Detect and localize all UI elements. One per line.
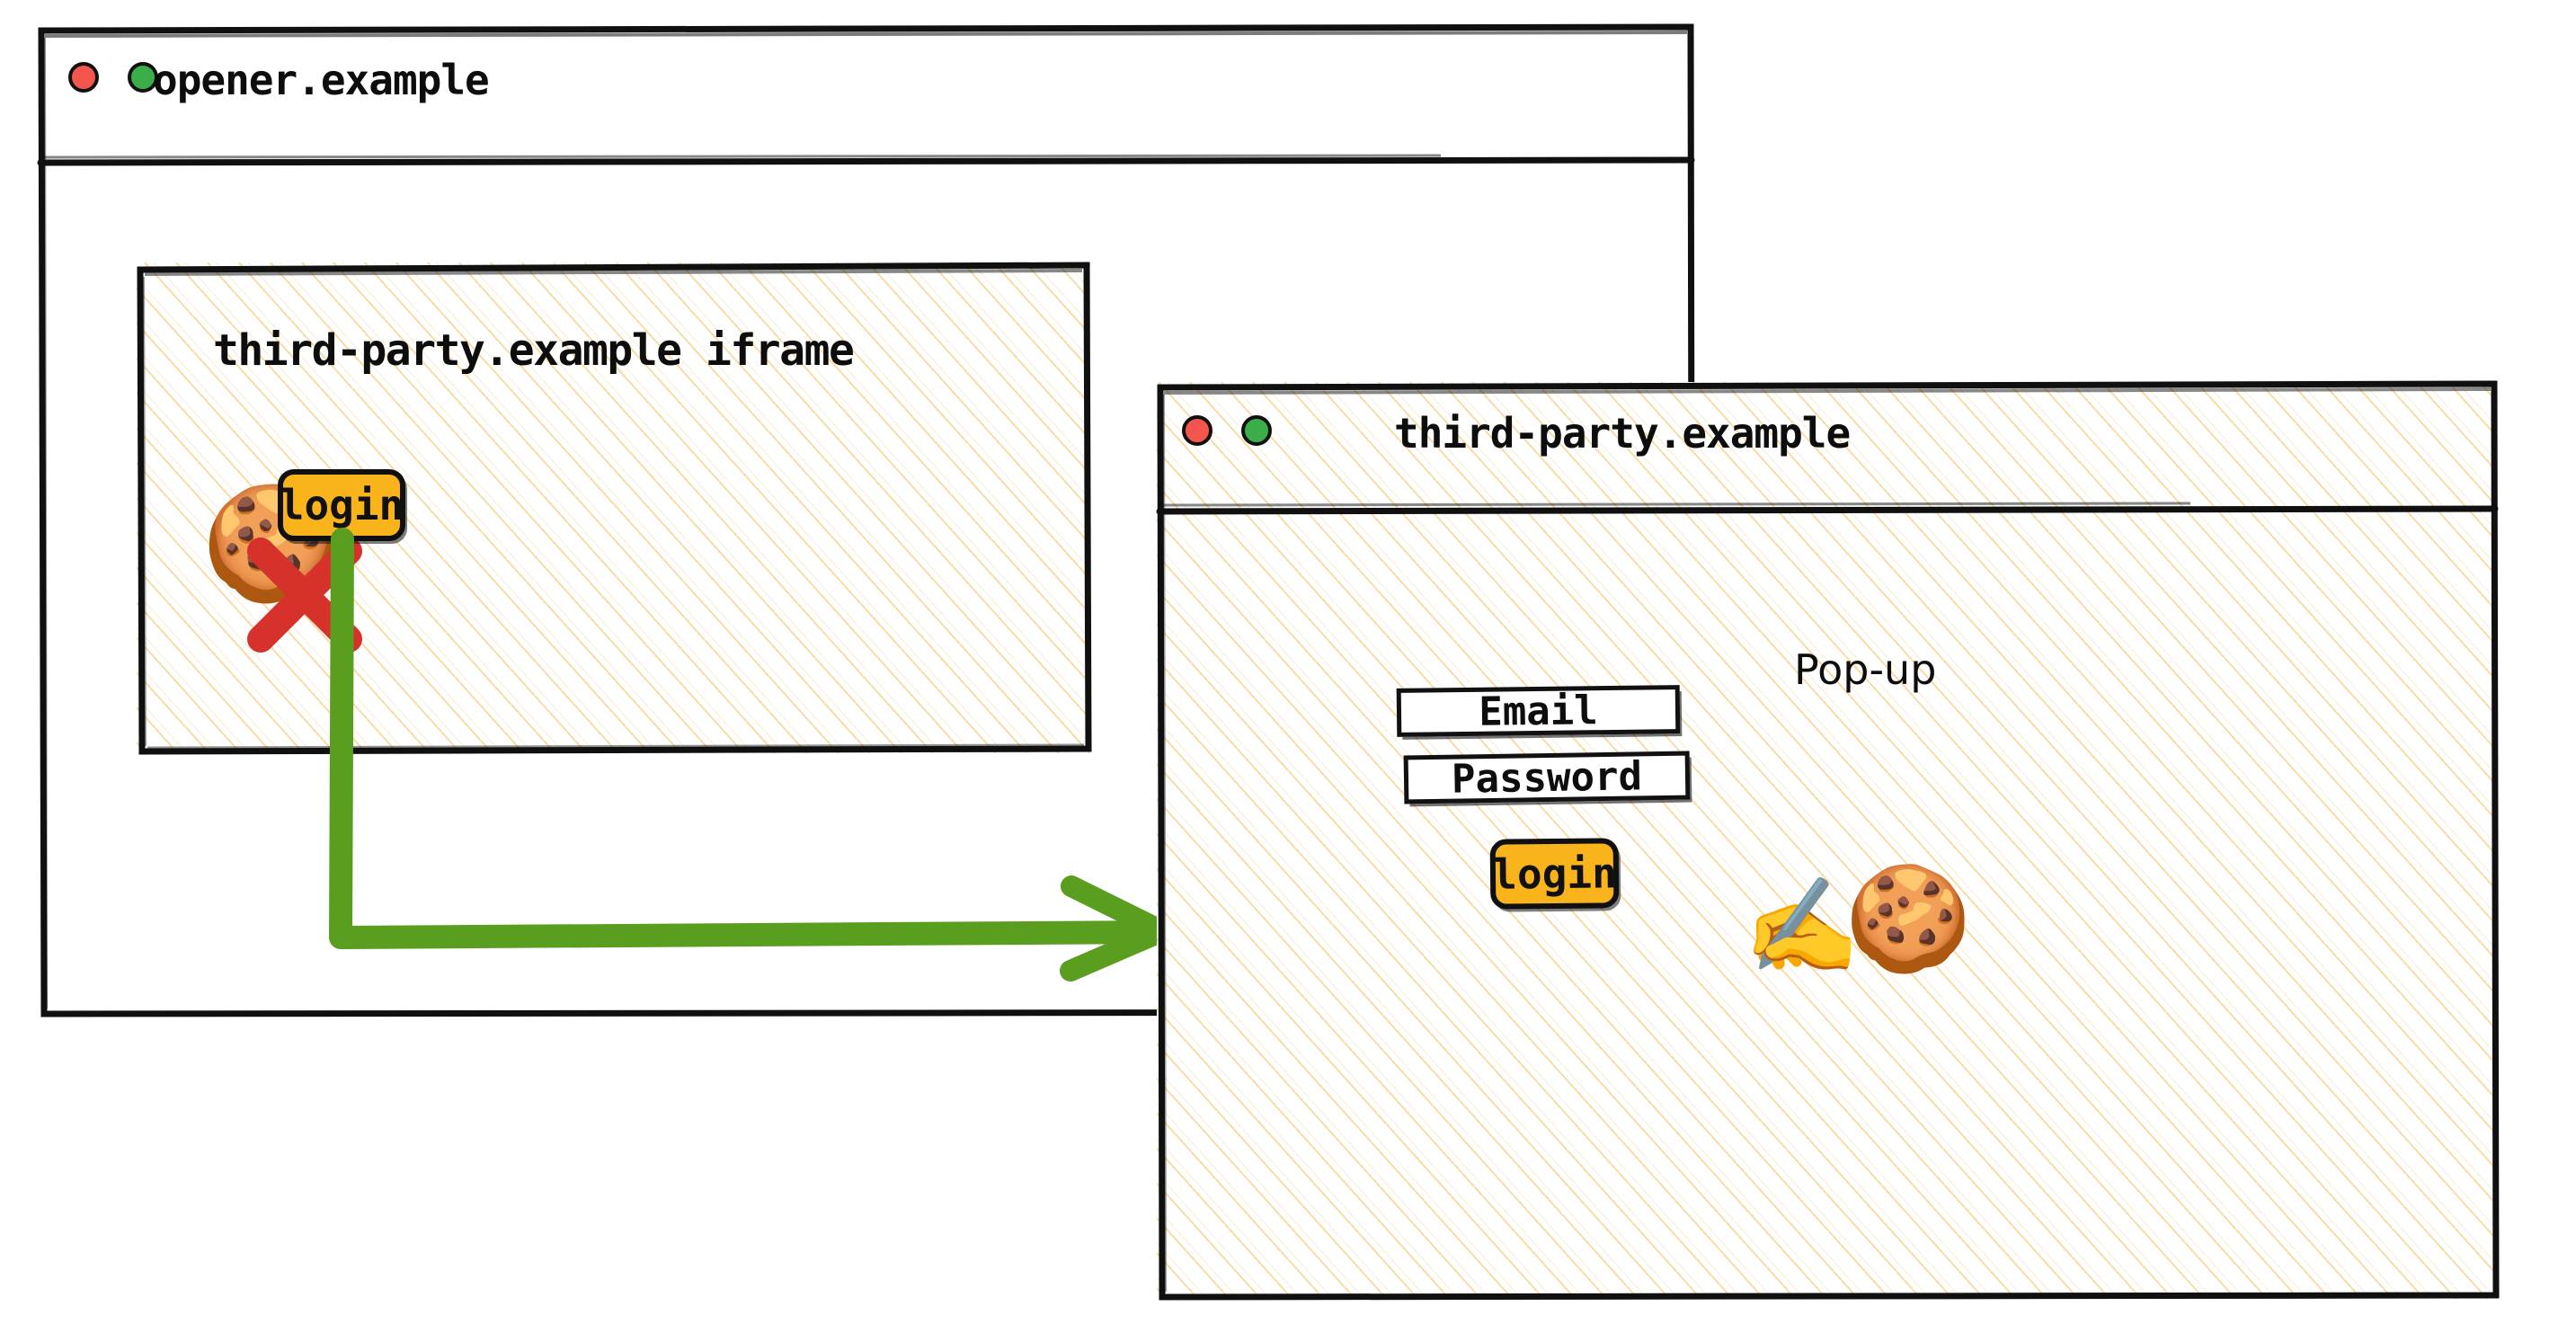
close-dot[interactable] <box>68 62 99 93</box>
cookie-icon: 🍪 <box>1844 858 1972 978</box>
popup-traffic-lights[interactable] <box>1182 415 1272 446</box>
maximize-dot[interactable] <box>1241 415 1272 446</box>
third-party-iframe[interactable]: third-party.example iframe 🍪 login <box>137 262 1092 755</box>
maximize-dot[interactable] <box>128 62 158 93</box>
popup-window-body <box>1157 382 2498 1299</box>
opener-traffic-lights[interactable] <box>68 62 158 93</box>
iframe-login-button[interactable]: login <box>278 469 405 541</box>
cookie-blocked-cross-icon <box>247 538 362 653</box>
popup-annotation-label: Pop-up <box>1794 645 1937 694</box>
opener-window-title: opener.example <box>153 56 490 104</box>
popup-window[interactable]: third-party.example Email Password login… <box>1156 380 2500 1301</box>
email-field[interactable]: Email <box>1396 685 1681 737</box>
writing-hand-icon: ✍️ <box>1744 871 1861 981</box>
password-field[interactable]: Password <box>1403 751 1691 804</box>
iframe-title: third-party.example iframe <box>213 325 855 376</box>
popup-window-title: third-party.example <box>1394 409 1851 458</box>
popup-login-button[interactable]: login <box>1489 838 1620 910</box>
close-dot[interactable] <box>1182 415 1212 446</box>
